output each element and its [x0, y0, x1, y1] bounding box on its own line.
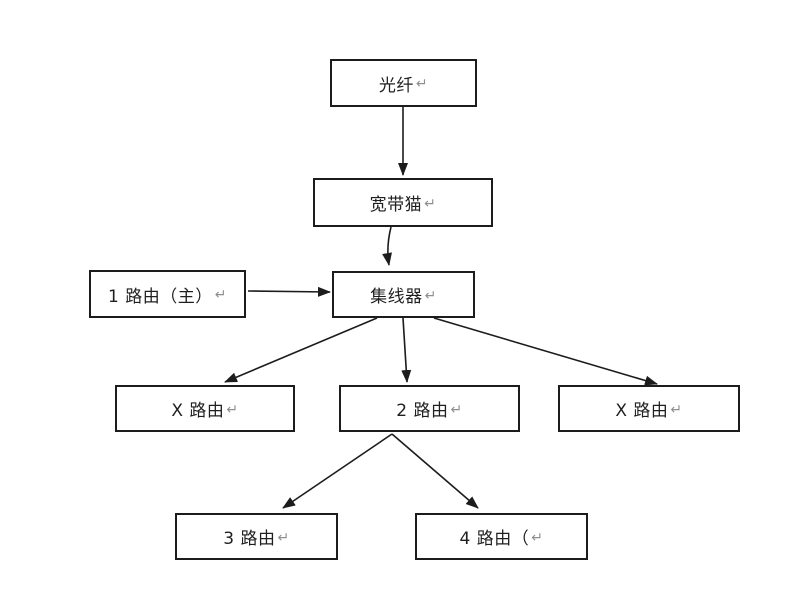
edge-router1-to-hub [247, 286, 331, 297]
edge-hub-to-router-x-left [224, 317, 378, 383]
node-hub: 集线器↵ [332, 271, 475, 318]
return-mark-icon: ↵ [415, 76, 429, 92]
return-mark-icon: ↵ [226, 401, 239, 418]
node-fiber-label: 光纤 [378, 75, 414, 96]
return-mark-icon: ↵ [277, 529, 290, 546]
node-router-4: 4 路由（↵ [415, 513, 588, 560]
return-mark-icon: ↵ [214, 287, 227, 303]
node-hub-label: 集线器 [370, 287, 423, 307]
return-mark-icon: ↵ [531, 529, 544, 546]
edge-modem-to-hub [382, 226, 392, 266]
node-router-2: 2 路由↵ [339, 385, 520, 432]
node-router-3: 3 路由↵ [175, 513, 338, 560]
return-mark-icon: ↵ [670, 401, 683, 418]
node-router-2-label: 2 路由 [396, 401, 449, 421]
node-router-x-right-label: X 路由 [615, 401, 669, 421]
return-mark-icon: ↵ [424, 195, 437, 212]
return-mark-icon: ↵ [450, 401, 463, 418]
node-router-1-main-label: 1 路由（主） [108, 286, 213, 307]
node-router-3-label: 3 路由 [223, 529, 276, 549]
node-modem: 宽带猫↵ [313, 178, 493, 227]
edge-router2-to-router4 [391, 433, 479, 509]
edge-hub-to-router-2 [401, 317, 412, 383]
node-router-x-left: X 路由↵ [115, 385, 295, 432]
edge-router2-to-router3 [282, 433, 393, 509]
node-modem-label: 宽带猫 [369, 195, 423, 215]
node-router-1-main: 1 路由（主）↵ [89, 270, 246, 318]
node-router-x-left-label: X 路由 [171, 401, 225, 421]
return-mark-icon: ↵ [424, 287, 437, 304]
node-router-x-right: X 路由↵ [558, 385, 740, 432]
edge-hub-to-router-x-right [433, 317, 658, 386]
node-fiber: 光纤↵ [330, 59, 477, 107]
node-router-4-label: 4 路由（ [459, 529, 530, 549]
